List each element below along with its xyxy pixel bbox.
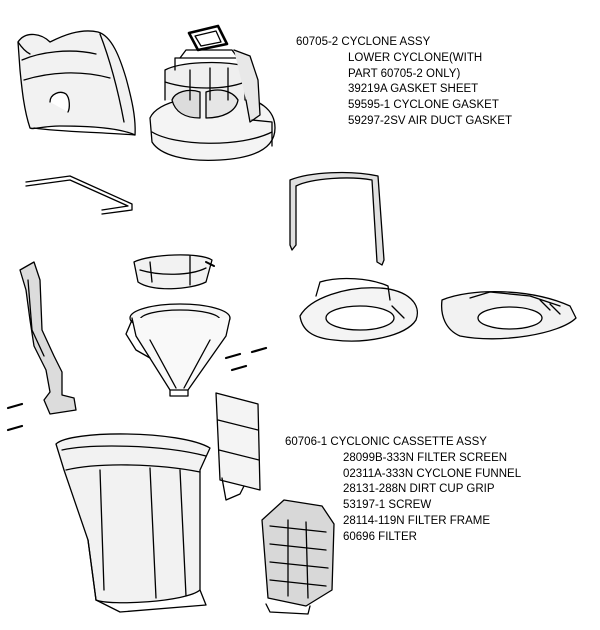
- cassette-assy-item: 53197-1 SCREW: [343, 499, 432, 512]
- gasket-sheet: [187, 24, 229, 52]
- dirt-cup-grip: [133, 254, 215, 290]
- screws: [6, 346, 268, 432]
- cyclone-assy-item: 59297-2SV AIR DUCT GASKET: [348, 114, 513, 127]
- air-duct-gasket-wire: [25, 175, 133, 215]
- filter-frame-plate: [440, 291, 577, 340]
- filter-grid: [261, 499, 335, 615]
- cyclone-gasket-ring: [299, 277, 418, 342]
- cassette-bracket: [19, 261, 77, 415]
- cyclone-assy-item: PART 60705-2 ONLY): [348, 67, 461, 80]
- cyclone-assy-item: LOWER CYCLONE(WITH: [348, 51, 483, 64]
- cyclone-assy-title: 60705-2 CYCLONE ASSY: [296, 36, 431, 48]
- cassette-assy-item: 60696 FILTER: [343, 530, 417, 543]
- filter-screen-panel: [215, 392, 261, 501]
- cyclone-assy-item: 39219A GASKET SHEET: [348, 83, 479, 96]
- cyclone-assy-label-block: 60705-2 CYCLONE ASSY LOWER CYCLONE(WITH …: [296, 35, 512, 130]
- cassette-assy-item: 02311A-333N CYCLONE FUNNEL: [343, 467, 522, 480]
- cyclone-funnel: [125, 303, 231, 397]
- cassette-assy-item: 28131-288N DIRT CUP GRIP: [343, 483, 495, 496]
- cyclone-assy-item: 59595-1 CYCLONE GASKET: [348, 99, 499, 112]
- upper-cyclone-cover: [17, 30, 136, 136]
- lower-cyclone-assembly: [149, 49, 276, 161]
- cassette-assy-item: 28099B-333N FILTER SCREEN: [343, 451, 508, 464]
- cassette-assy-label-block: 60706-1 CYCLONIC CASSETTE ASSY 28099B-33…: [285, 435, 521, 546]
- wire-handle: [289, 171, 385, 266]
- dirt-cup: [55, 433, 211, 613]
- cassette-assy-title: 60706-1 CYCLONIC CASSETTE ASSY: [285, 436, 487, 448]
- cassette-assy-item: 28114-119N FILTER FRAME: [343, 514, 490, 527]
